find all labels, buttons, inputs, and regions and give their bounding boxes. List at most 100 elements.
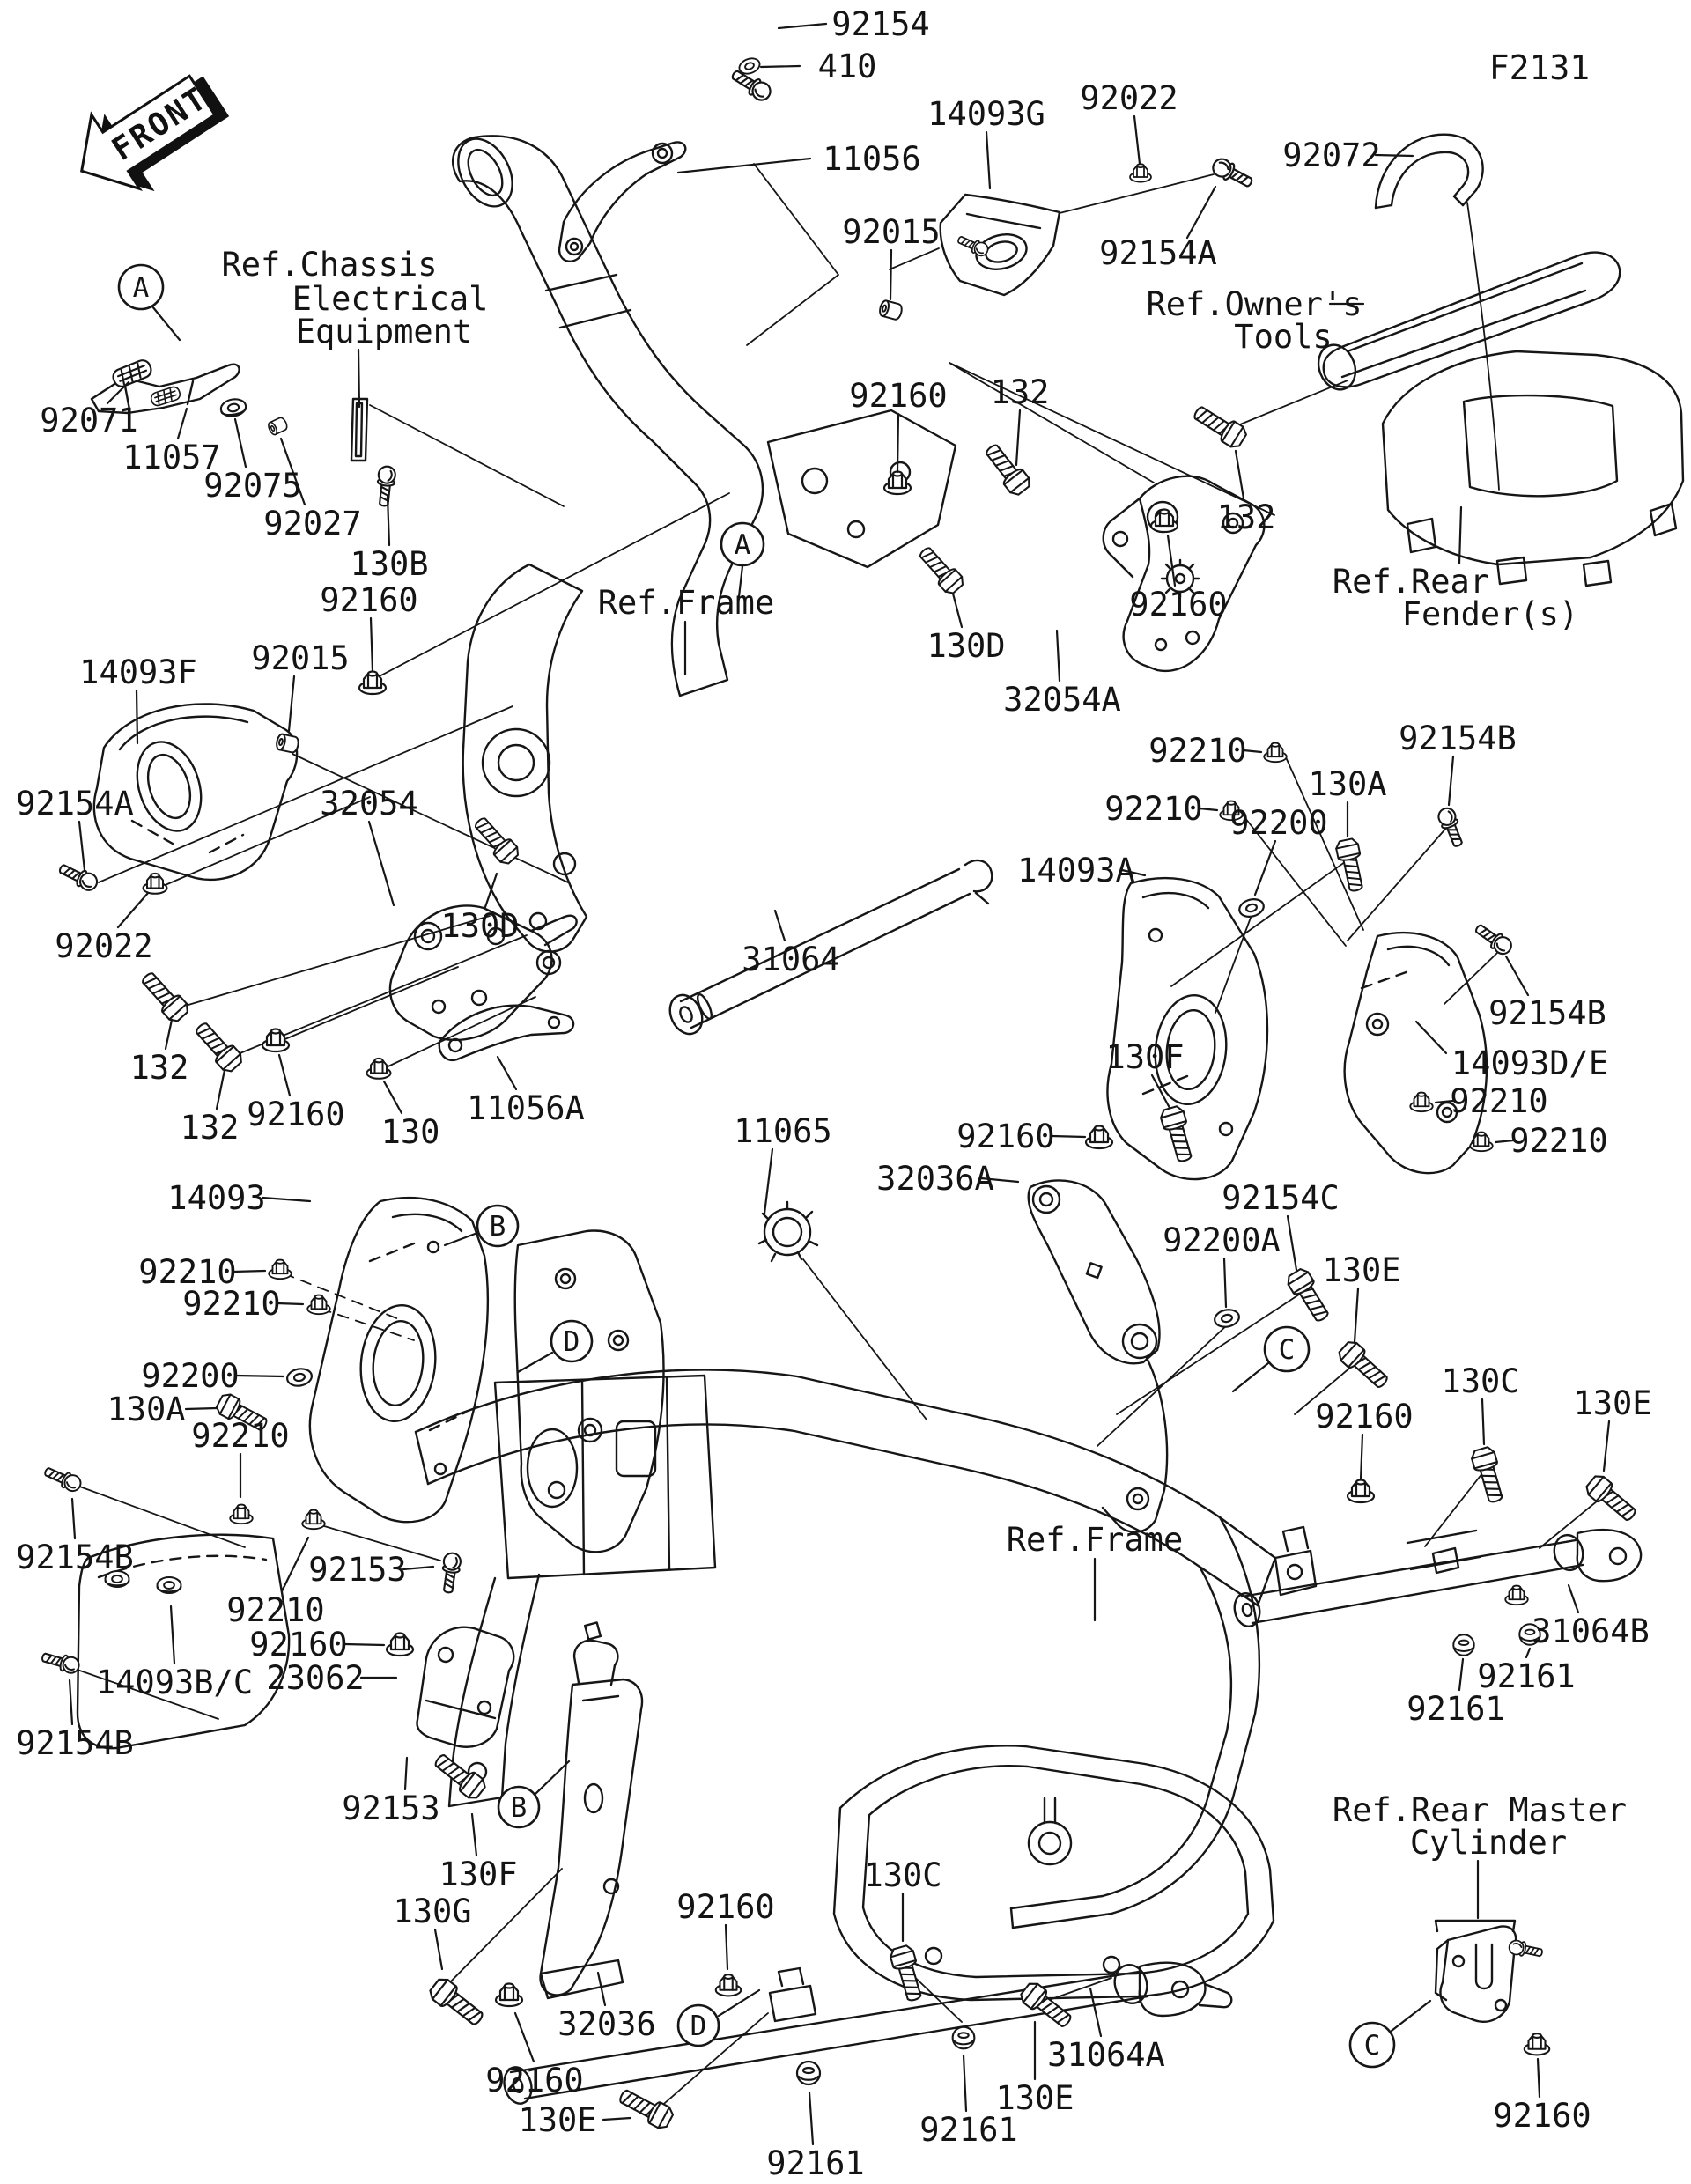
leader-line — [151, 305, 181, 342]
leader-line — [106, 380, 130, 405]
callout-letter: C — [1279, 1334, 1296, 1366]
leader-line — [1050, 1134, 1087, 1139]
bolt-glyph — [215, 1393, 268, 1431]
leader-line — [1536, 2057, 1541, 2099]
part-number-label: 92154C — [1222, 1179, 1340, 1217]
part-number-label: 132 — [991, 373, 1050, 411]
callout-D: D — [550, 1319, 594, 1363]
page-code: F2131 — [1489, 48, 1590, 87]
nut-glyph — [1469, 1131, 1494, 1153]
reference-label-rear-fenders: Fender(s) — [1402, 595, 1578, 633]
washer-glyph — [286, 1368, 313, 1387]
leader-line — [717, 1988, 761, 2018]
nut-glyph — [261, 1028, 291, 1053]
part-number-label: 92071 — [40, 402, 137, 439]
part-number-label: 130E — [1573, 1384, 1651, 1422]
leader-line — [1185, 185, 1217, 240]
leader-line — [470, 1812, 478, 1857]
bolt-glyph — [619, 2089, 675, 2129]
leader-line — [1150, 1074, 1171, 1110]
part-number-label: 92154B — [1488, 994, 1606, 1032]
leader-line — [68, 1679, 74, 1726]
part-number-label: 132 — [181, 1109, 240, 1147]
reference-label-chassis-electrical: Ref.Chassis — [221, 246, 437, 284]
leader-line — [889, 248, 893, 301]
part-number-label: 410 — [818, 48, 877, 85]
part-number-label: 11056 — [823, 140, 920, 178]
part-number-label: 92072 — [1282, 136, 1380, 174]
part-number-label: 92160 — [249, 1626, 347, 1664]
nut-glyph — [1219, 800, 1244, 822]
bolt-glyph — [1338, 1341, 1388, 1388]
callout-letter: D — [564, 1326, 580, 1358]
bolt-glyph — [434, 1754, 486, 1799]
part-number-label: 32054 — [320, 785, 417, 823]
leader-line — [369, 616, 374, 673]
spacer-glyph — [879, 299, 903, 321]
leader-line — [496, 1055, 518, 1091]
part-number-label: 31064B — [1532, 1612, 1650, 1650]
part-number-label: 130F — [1105, 1038, 1184, 1076]
part-number-label: 130E — [995, 2079, 1074, 2117]
part-number-label: 92161 — [919, 2111, 1017, 2149]
part-number-label: 92075 — [203, 467, 301, 505]
callout-A: A — [720, 521, 765, 567]
leader-line — [1120, 868, 1147, 877]
part-number-label: 92160 — [956, 1118, 1054, 1155]
part-number-label: 92160 — [247, 1096, 344, 1133]
nut-glyph — [1409, 1091, 1434, 1113]
leader-line — [402, 1565, 435, 1571]
part-number-label: 130A — [107, 1391, 185, 1428]
nut-glyph — [882, 470, 912, 496]
leader-line — [724, 1923, 729, 1971]
bolt-glyph — [919, 547, 964, 594]
plug-glyph — [1452, 1634, 1475, 1656]
part-number-label: 130E — [518, 2101, 596, 2139]
leader-line — [287, 675, 296, 733]
part-number-label: 92161 — [1477, 1657, 1575, 1695]
leader-line — [1458, 1657, 1465, 1692]
leader-line — [1494, 1139, 1515, 1144]
screw-glyph — [44, 1467, 82, 1493]
part-number-label: 130G — [393, 1893, 471, 1930]
leader-line — [277, 1053, 292, 1097]
reference-label-rear-master-cylinder: Ref.Rear Master — [1333, 1791, 1627, 1829]
reference-label-chassis-electrical: Equipment — [296, 313, 472, 350]
leader-line — [513, 2011, 535, 2063]
part-number-label: 92160 — [676, 1888, 774, 1926]
leader-line — [1015, 409, 1022, 467]
leader-line — [1374, 153, 1414, 158]
bolt-glyph — [1160, 1105, 1193, 1162]
part-number-label: 92153 — [308, 1551, 406, 1589]
leader-line — [534, 1760, 571, 1796]
part-number-label: 92027 — [263, 505, 361, 542]
part-number-label: 11057 — [122, 439, 220, 476]
leader-line — [1504, 955, 1530, 997]
bolt-glyph — [142, 972, 188, 1022]
part-number-label: 92161 — [1407, 1690, 1504, 1728]
part-number-label: 14093D/E — [1451, 1044, 1608, 1082]
plug-glyph — [1518, 1623, 1541, 1646]
leader-line — [382, 1080, 403, 1115]
part-number-label: 92154A — [1099, 234, 1217, 272]
reference-label-owners-tools: Ref.Owner's — [1146, 285, 1362, 323]
bolt-glyph — [1020, 1982, 1072, 2027]
callout-letter: C — [1364, 2030, 1381, 2062]
part-number-label: 130C — [1441, 1362, 1519, 1400]
part-number-label: 92210 — [1510, 1122, 1607, 1160]
nut-glyph — [1263, 742, 1288, 764]
leader-line — [1525, 1647, 1532, 1659]
leader-line — [443, 1231, 479, 1247]
part-number-label: 92022 — [1080, 79, 1178, 117]
nut-glyph — [229, 1503, 254, 1525]
screw-glyph — [957, 235, 989, 257]
bolt-glyph — [1193, 406, 1247, 448]
fastener-glyphs — [41, 57, 1636, 2129]
part-number-label: 92154B — [1399, 719, 1517, 757]
part-number-label: 32036 — [558, 2005, 655, 2043]
part-number-label: 92210 — [191, 1417, 289, 1455]
leader-line — [676, 157, 812, 174]
part-number-label: 92210 — [1450, 1082, 1547, 1120]
